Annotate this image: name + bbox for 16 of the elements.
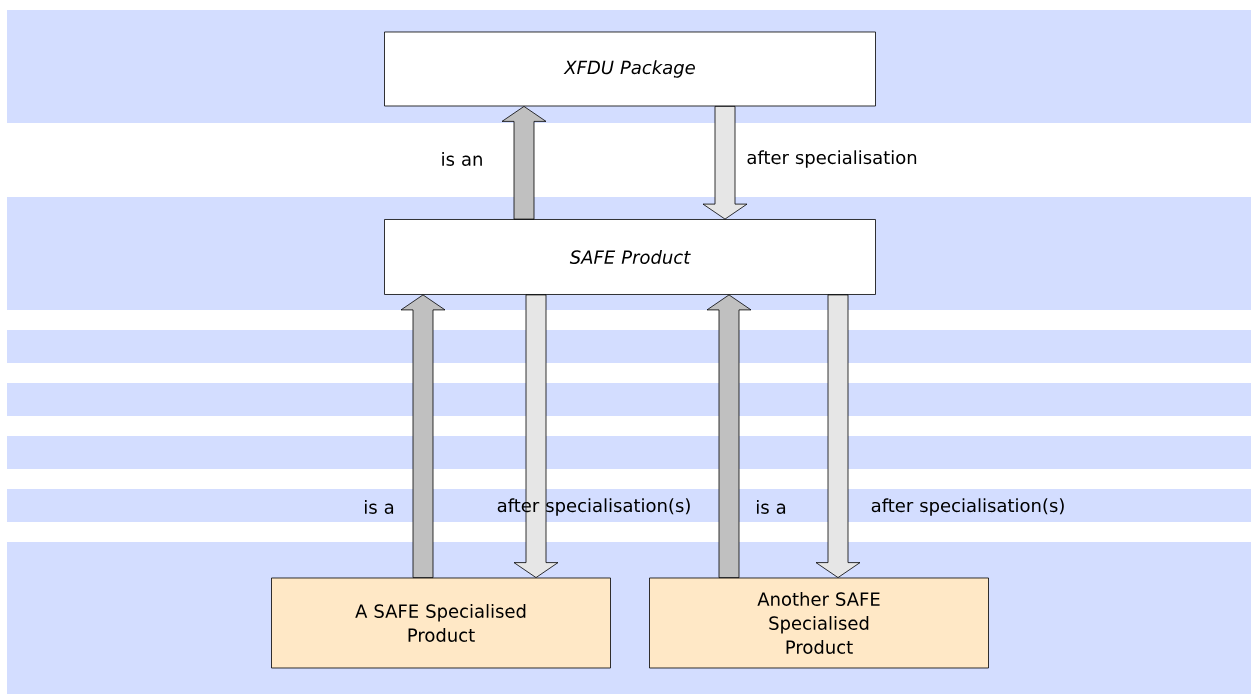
block-arrow: [513, 294, 559, 578]
block-arrow: [815, 294, 861, 578]
package-box: XFDU Package: [384, 31, 876, 107]
package-box: SAFE Product: [384, 219, 876, 295]
edge-label: after specialisation(s): [871, 498, 1064, 516]
block-arrow: [702, 106, 748, 220]
product-box: A SAFE Specialised Product: [271, 577, 611, 669]
edge-label: after specialisation(s): [497, 498, 690, 516]
block-arrow: [706, 294, 752, 578]
block-arrow: [501, 106, 547, 220]
product-box: Another SAFE Specialised Product: [649, 577, 989, 669]
block-arrow: [400, 294, 446, 578]
edge-label: is an: [442, 152, 482, 166]
edge-label: after specialisation: [747, 150, 917, 168]
edge-label: is a: [757, 500, 786, 514]
edge-label: is a: [365, 500, 394, 514]
